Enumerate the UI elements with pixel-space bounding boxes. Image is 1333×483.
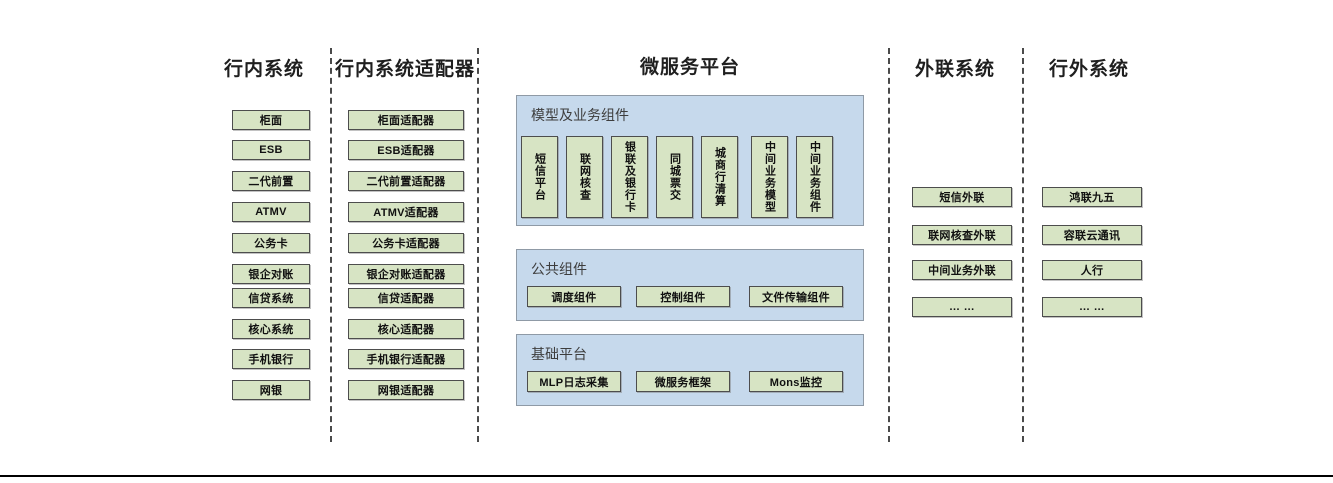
panel-title-model-business-components: 模型及业务组件 [531,107,629,123]
off-bank-system-box[interactable]: 容联云通讯 [1042,225,1142,245]
public-component-box[interactable]: 调度组件 [527,286,621,307]
off-bank-system-box[interactable]: … … [1042,297,1142,317]
adapter-box[interactable]: 柜面适配器 [348,110,464,130]
external-system-box[interactable]: 短信外联 [912,187,1012,207]
base-platform-box[interactable]: 微服务框架 [636,371,730,392]
system-box[interactable]: 手机银行 [232,349,310,369]
component-box[interactable]: 短信平台 [521,136,558,218]
public-component-box[interactable]: 控制组件 [636,286,730,307]
column-title-off-bank-systems: 行外系统 [1048,59,1129,80]
divider-3 [888,48,890,442]
adapter-box[interactable]: 核心适配器 [348,319,464,339]
adapter-box[interactable]: 公务卡适配器 [348,233,464,253]
adapter-box[interactable]: ATMV适配器 [348,202,464,222]
bottom-rule [0,475,1333,477]
panel-title-base-platform: 基础平台 [531,346,587,362]
component-box[interactable]: 同城票交 [656,136,693,218]
off-bank-system-box[interactable]: 人行 [1042,260,1142,280]
panel-title-public-components: 公共组件 [531,261,587,277]
component-box[interactable]: 联网核查 [566,136,603,218]
column-title-in-bank-adapters: 行内系统适配器 [334,59,475,80]
adapter-box[interactable]: 信贷适配器 [348,288,464,308]
system-box[interactable]: 核心系统 [232,319,310,339]
divider-4 [1022,48,1024,442]
system-box[interactable]: 网银 [232,380,310,400]
column-title-in-bank-systems: 行内系统 [223,59,304,80]
system-box[interactable]: ATMV [232,202,310,222]
component-box[interactable]: 中间业务模型 [751,136,788,218]
system-box[interactable]: 柜面 [232,110,310,130]
adapter-box[interactable]: 二代前置适配器 [348,171,464,191]
external-system-box[interactable]: 中间业务外联 [912,260,1012,280]
column-title-external-link-systems: 外联系统 [914,59,995,80]
off-bank-system-box[interactable]: 鸿联九五 [1042,187,1142,207]
system-box[interactable]: 信贷系统 [232,288,310,308]
system-box[interactable]: 银企对账 [232,264,310,284]
component-box[interactable]: 中间业务组件 [796,136,833,218]
external-system-box[interactable]: 联网核查外联 [912,225,1012,245]
divider-2 [477,48,479,442]
adapter-box[interactable]: 网银适配器 [348,380,464,400]
base-platform-box[interactable]: MLP日志采集 [527,371,621,392]
system-box[interactable]: 二代前置 [232,171,310,191]
divider-1 [330,48,332,442]
panel-public-components: 公共组件 [516,249,864,321]
component-box[interactable]: 城商行清算 [701,136,738,218]
panel-base-platform: 基础平台 [516,334,864,406]
component-box[interactable]: 银联及银行卡 [611,136,648,218]
base-platform-box[interactable]: Mons监控 [749,371,843,392]
adapter-box[interactable]: 手机银行适配器 [348,349,464,369]
system-box[interactable]: 公务卡 [232,233,310,253]
platform-title: 微服务平台 [639,57,740,78]
adapter-box[interactable]: 银企对账适配器 [348,264,464,284]
external-system-box[interactable]: … … [912,297,1012,317]
public-component-box[interactable]: 文件传输组件 [749,286,843,307]
adapter-box[interactable]: ESB适配器 [348,140,464,160]
system-box[interactable]: ESB [232,140,310,160]
